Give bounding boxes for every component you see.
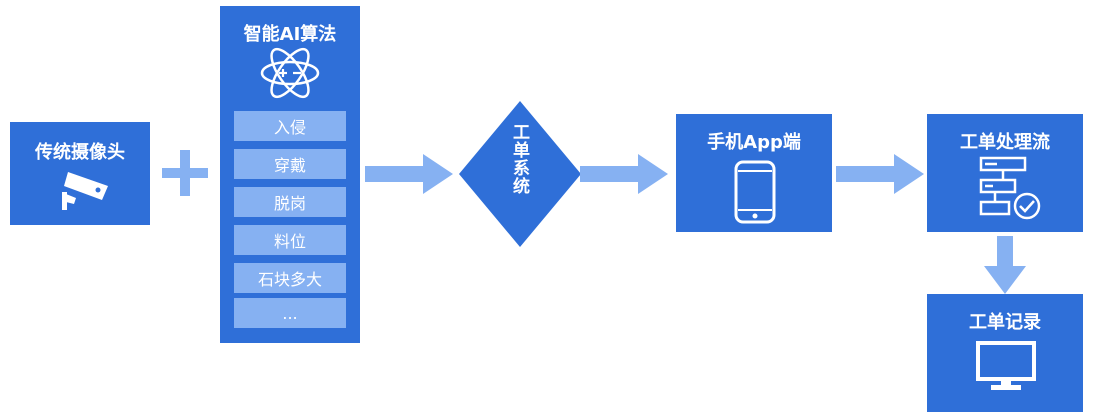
workflow-check-icon <box>979 156 1041 220</box>
smartphone-icon <box>734 160 776 224</box>
algorithm-item-off-post: 脱岗 <box>234 187 346 217</box>
mobile-app-box: 手机App端 <box>676 114 832 232</box>
arrow-to-ticket-record <box>984 236 1026 294</box>
mobile-app-label: 手机App端 <box>707 132 801 153</box>
plus-icon <box>162 150 208 196</box>
ai-algorithm-title: 智能AI算法 <box>243 24 337 45</box>
algorithm-item-material-level: 料位 <box>234 225 346 255</box>
arrow-to-mobile-app <box>580 154 668 194</box>
ticket-system-label: 工单系统 <box>509 123 529 195</box>
algorithm-item-stone-size: 石块多大 <box>234 263 346 293</box>
ticket-flow-label: 工单处理流 <box>960 132 1050 153</box>
algorithm-item-more: ... <box>234 298 346 328</box>
ticket-record-box: 工单记录 <box>927 294 1083 412</box>
ai-algorithm-panel: 智能AI算法 入侵 穿戴 脱岗 料位 石块多大 ... <box>220 6 360 343</box>
camera-box: 传统摄像头 <box>10 122 150 225</box>
monitor-icon <box>976 341 1036 390</box>
ticket-flow-box: 工单处理流 <box>927 114 1083 232</box>
ticket-record-label: 工单记录 <box>969 312 1041 333</box>
camera-label: 传统摄像头 <box>35 142 125 163</box>
atom-icon <box>260 47 320 99</box>
security-camera-icon <box>62 172 108 210</box>
arrow-to-ticket-flow <box>836 154 924 194</box>
algorithm-item-intrusion: 入侵 <box>234 111 346 141</box>
arrow-to-ticket-system <box>365 154 453 194</box>
algorithm-item-wearing: 穿戴 <box>234 149 346 179</box>
ticket-system-diamond: 工单系统 <box>459 101 581 247</box>
